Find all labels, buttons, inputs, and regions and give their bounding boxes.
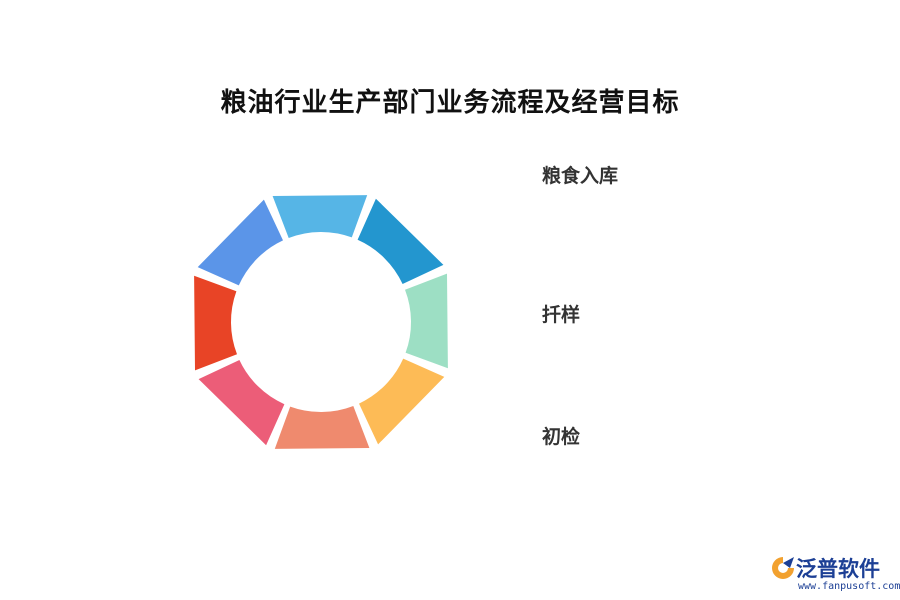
label-grain-storage: 粮食入库	[542, 165, 619, 187]
page-title: 粮油行业生产部门业务流程及经营目标	[220, 88, 680, 118]
ring-segment-2	[272, 195, 368, 238]
fanpu-logo: 泛普软件 www.fanpusoft.com	[770, 553, 900, 593]
ring-segment-3	[357, 198, 444, 284]
logo-icon	[772, 557, 794, 579]
label-sampling: 扦样	[542, 304, 581, 326]
logo-name: 泛普软件	[796, 557, 880, 581]
ring-segment-6	[274, 406, 370, 449]
ring-segment-7	[198, 360, 285, 446]
ring-segment-8	[194, 275, 237, 371]
logo-url: www.fanpusoft.com	[798, 581, 900, 592]
label-initial-inspection: 初检	[542, 426, 581, 448]
ring-segment-5	[359, 358, 445, 445]
ring-segment-1	[197, 199, 283, 286]
ring-segment-4	[405, 273, 448, 369]
